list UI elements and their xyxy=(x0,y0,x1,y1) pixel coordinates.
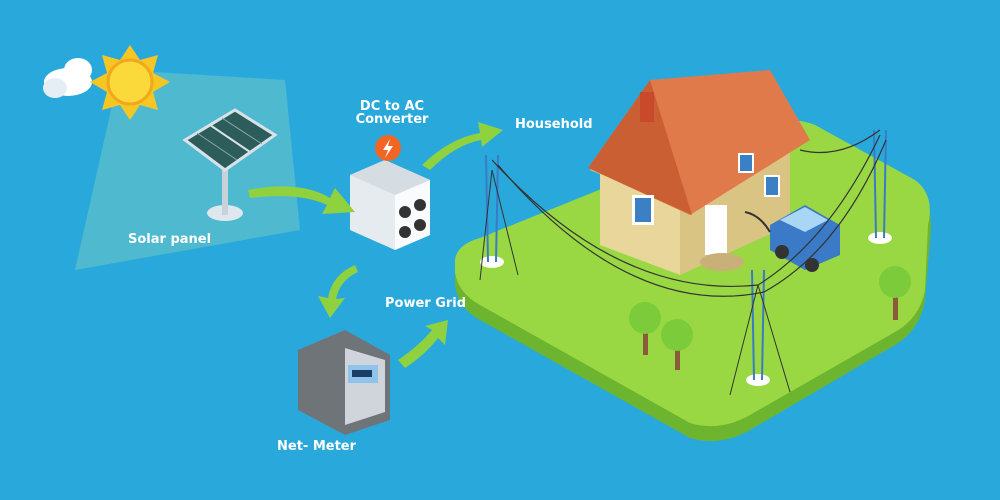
net-meter-label: Net- Meter xyxy=(277,439,357,454)
solar-panel-icon xyxy=(182,108,278,221)
converter-label: DC to AC Converter xyxy=(352,100,432,126)
net-meter-icon xyxy=(298,330,390,435)
tree-icon xyxy=(629,302,661,355)
sun-icon xyxy=(90,45,170,120)
tree-icon xyxy=(661,319,693,370)
cloud-icon xyxy=(43,58,92,98)
power-lines xyxy=(491,129,887,297)
dc-ac-converter-icon xyxy=(350,135,430,250)
flow-arrow xyxy=(248,186,355,214)
lightning-icon xyxy=(383,139,393,158)
house-icon xyxy=(588,70,810,275)
electric-car-icon xyxy=(744,205,840,272)
household-label: Household xyxy=(515,117,593,132)
power-tower-icon xyxy=(729,269,791,396)
solar-panel-label: Solar panel xyxy=(128,232,212,247)
flow-arrow xyxy=(318,265,358,318)
flow-arrow xyxy=(398,320,448,368)
converter-label-line1: DC to AC xyxy=(359,99,425,114)
flow-arrow xyxy=(422,122,503,170)
power-tower-icon xyxy=(479,154,519,281)
converter-label-line2: Converter xyxy=(355,112,429,127)
tree-icon xyxy=(879,266,911,320)
power-grid-label: Power Grid xyxy=(385,296,467,311)
ground-island xyxy=(455,120,931,442)
power-tower-icon xyxy=(868,129,892,244)
